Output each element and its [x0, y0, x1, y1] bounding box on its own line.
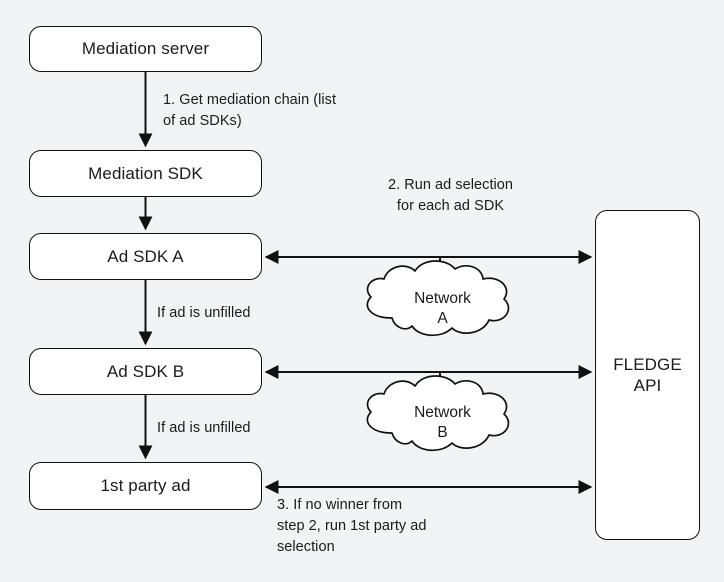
- label-if-ad-unfilled-a: If ad is unfilled: [157, 305, 251, 321]
- network-b-cloud-shape: [366, 375, 510, 452]
- node-first-party-ad[interactable]: 1st party ad: [29, 462, 262, 510]
- node-fledge-api-label: FLEDGE API: [613, 354, 682, 395]
- node-first-party-ad-label: 1st party ad: [100, 476, 191, 496]
- node-fledge-api[interactable]: FLEDGE API: [595, 210, 700, 540]
- node-ad-sdk-b-label: Ad SDK B: [106, 361, 185, 381]
- node-mediation-server-label: Mediation server: [81, 39, 210, 59]
- node-mediation-sdk-label: Mediation SDK: [88, 163, 203, 183]
- label-step-2: 2. Run ad selection for each ad SDK: [387, 177, 514, 215]
- label-step-1: 1. Get mediation chain (list of ad SDKs): [163, 92, 337, 130]
- node-ad-sdk-b[interactable]: Ad SDK B: [29, 348, 262, 395]
- node-mediation-sdk[interactable]: Mediation SDK: [29, 150, 262, 197]
- label-step-3: 3. If no winner from step 2, run 1st par…: [277, 497, 427, 556]
- network-a-cloud-shape: [366, 260, 510, 337]
- node-ad-sdk-a-label: Ad SDK A: [107, 246, 184, 266]
- node-ad-sdk-a[interactable]: Ad SDK A: [29, 233, 262, 280]
- label-if-ad-unfilled-b: If ad is unfilled: [157, 420, 251, 436]
- node-mediation-server[interactable]: Mediation server: [29, 26, 262, 72]
